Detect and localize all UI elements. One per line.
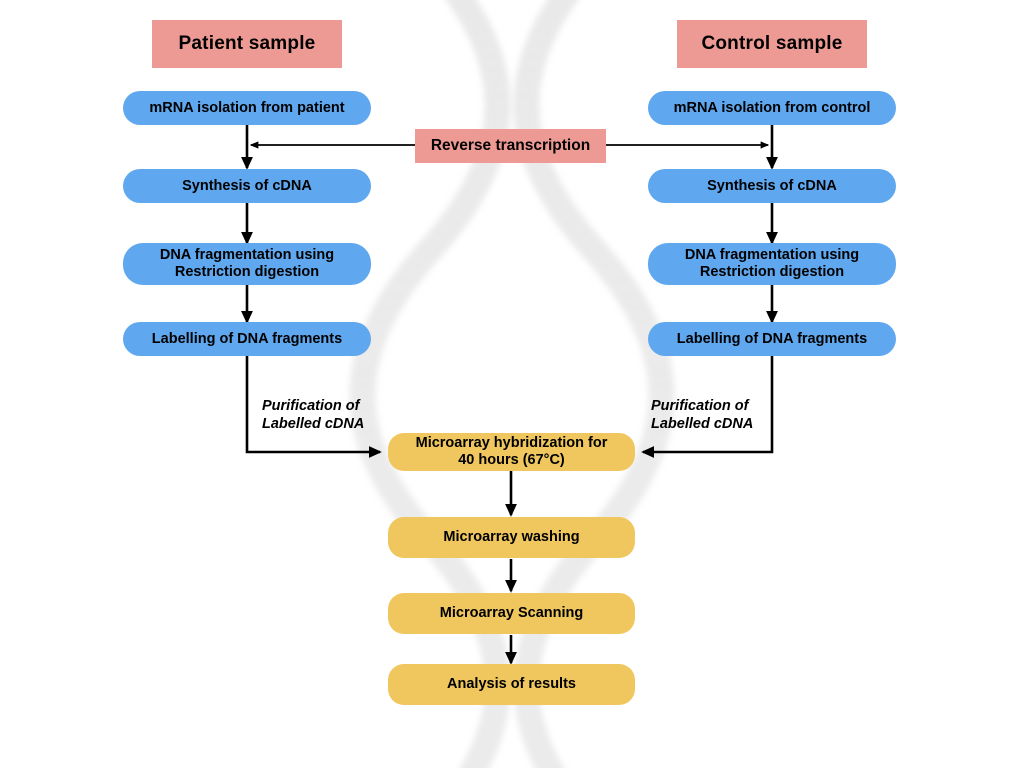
step-patient-cdna-synthesis: Synthesis of cDNA <box>123 169 371 203</box>
step-microarray-hybridization-label: Microarray hybridization for 40 hours (6… <box>415 435 608 468</box>
step-control-labelling-label: Labelling of DNA fragments <box>676 330 868 347</box>
step-control-mrna-isolation-label: mRNA isolation from control <box>673 99 871 116</box>
header-patient-sample-label: Patient sample <box>178 33 316 55</box>
step-analysis-of-results-label: Analysis of results <box>447 676 576 693</box>
step-microarray-washing-label: Microarray washing <box>443 529 580 546</box>
step-reverse-transcription-label: Reverse transcription <box>430 137 591 155</box>
header-control-sample-label: Control sample <box>701 33 843 55</box>
step-control-cdna-synthesis-label: Synthesis of cDNA <box>707 177 837 194</box>
header-patient-sample: Patient sample <box>152 20 342 68</box>
header-control-sample: Control sample <box>677 20 867 68</box>
step-patient-dna-fragmentation: DNA fragmentation using Restriction dige… <box>123 243 371 285</box>
step-patient-labelling-label: Labelling of DNA fragments <box>151 330 343 347</box>
step-control-dna-fragmentation-label: DNA fragmentation using Restriction dige… <box>684 247 860 280</box>
step-control-cdna-synthesis: Synthesis of cDNA <box>648 169 896 203</box>
step-control-labelling: Labelling of DNA fragments <box>648 322 896 356</box>
step-reverse-transcription: Reverse transcription <box>415 129 606 163</box>
step-control-mrna-isolation: mRNA isolation from control <box>648 91 896 125</box>
step-microarray-scanning: Microarray Scanning <box>388 593 635 634</box>
annotation-patient-purification: Purification of Labelled cDNA <box>262 398 365 433</box>
step-patient-labelling: Labelling of DNA fragments <box>123 322 371 356</box>
step-patient-cdna-synthesis-label: Synthesis of cDNA <box>182 177 312 194</box>
step-patient-mrna-isolation: mRNA isolation from patient <box>123 91 371 125</box>
step-patient-dna-fragmentation-label: DNA fragmentation using Restriction dige… <box>159 247 335 280</box>
annotation-control-purification: Purification of Labelled cDNA <box>651 398 754 433</box>
step-microarray-hybridization: Microarray hybridization for 40 hours (6… <box>388 433 635 471</box>
step-patient-mrna-isolation-label: mRNA isolation from patient <box>149 99 345 116</box>
step-analysis-of-results: Analysis of results <box>388 664 635 705</box>
step-microarray-scanning-label: Microarray Scanning <box>439 605 584 622</box>
step-microarray-washing: Microarray washing <box>388 517 635 558</box>
step-control-dna-fragmentation: DNA fragmentation using Restriction dige… <box>648 243 896 285</box>
